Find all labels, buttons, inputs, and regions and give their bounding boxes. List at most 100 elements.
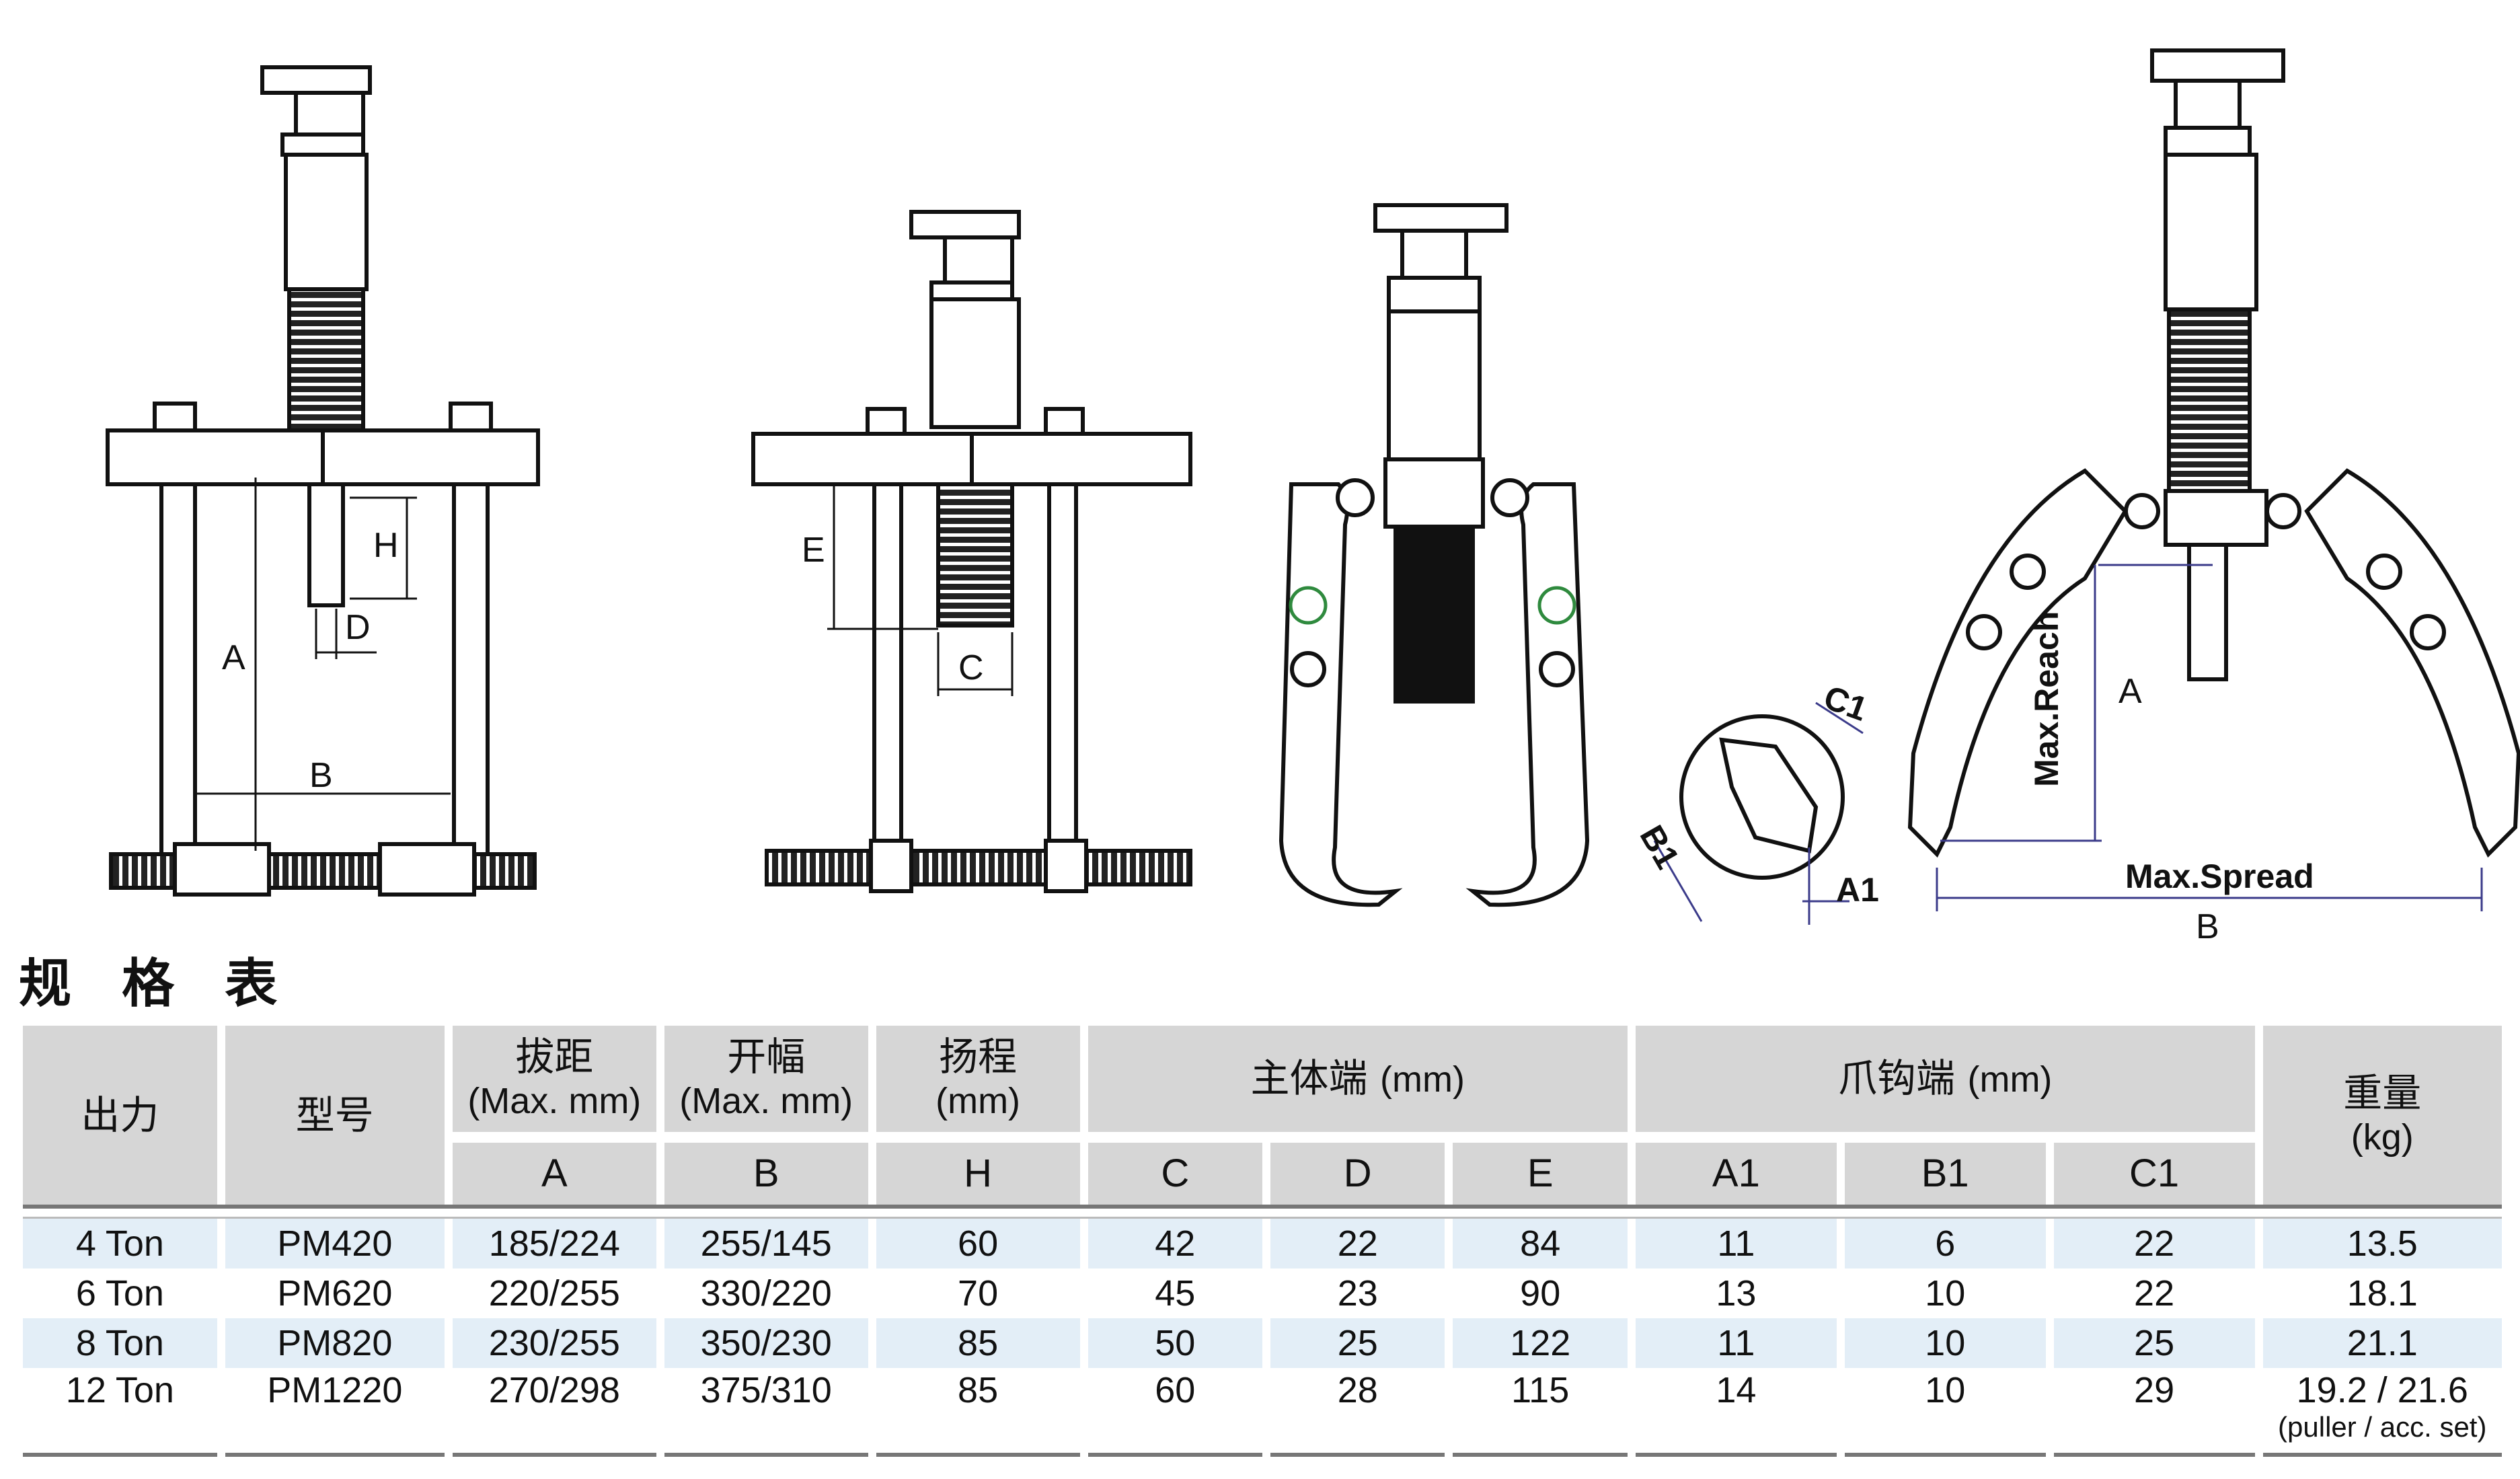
spec-table: 出力 型号 拔距 (Max. mm) 开幅 (Max. mm) 扬程 (mm) … [15, 1026, 2510, 1457]
cell-weight: 18.1 [2346, 1273, 2418, 1314]
cell-c1: 22 [2134, 1273, 2175, 1314]
cell-c: 45 [1155, 1273, 1196, 1314]
table-row: 12 Ton PM1220 270/298 375/310 85 60 28 1… [23, 1368, 2502, 1457]
table-row: 6 Ton PM620 220/255 330/220 70 45 23 90 … [23, 1268, 2502, 1318]
cell-c1: 25 [2053, 1318, 2255, 1368]
cell-h: 70 [958, 1273, 999, 1314]
cell-a: 230/255 [452, 1318, 656, 1368]
dimension-lines-4 [1936, 564, 2483, 911]
cell-d: 25 [1270, 1318, 1445, 1368]
dimension-lines-2 [827, 484, 1014, 696]
cell-e: 84 [1453, 1219, 1628, 1268]
sub-header-d: D [1270, 1132, 1445, 1205]
puller-drawing-3 [1278, 203, 1590, 907]
cell-h: 60 [876, 1219, 1080, 1268]
cell-weight: 19.2 / 21.6 (puller / acc. set) [2262, 1368, 2502, 1457]
col-header-reach-label: 拔距 [515, 1034, 594, 1079]
cell-weight-value: 19.2 / 21.6 [2296, 1370, 2468, 1410]
col-header-claw-label: 爪钩端 [1838, 1055, 1956, 1101]
cell-a1: 13 [1716, 1273, 1757, 1314]
cell-force: 4 Ton [23, 1219, 217, 1268]
dim-label-b1: B1 [1632, 819, 1686, 875]
cell-force: 6 Ton [75, 1273, 164, 1314]
cell-weight: 21.1 [2262, 1318, 2502, 1368]
col-header-model: 型号 [225, 1026, 445, 1205]
cell-b1: 10 [1844, 1318, 2046, 1368]
puller-drawing-1 [106, 65, 540, 897]
cell-e: 115 [1453, 1368, 1628, 1457]
cell-e: 90 [1520, 1273, 1561, 1314]
puller-drawing-2 [751, 210, 1192, 893]
cell-h: 85 [876, 1368, 1080, 1457]
cell-model: PM1220 [225, 1368, 445, 1457]
sub-header-c1: C1 [2053, 1132, 2255, 1205]
cell-b: 255/145 [664, 1219, 868, 1268]
cell-d: 28 [1270, 1368, 1445, 1457]
cell-a1: 11 [1635, 1219, 1837, 1268]
cell-c1: 29 [2053, 1368, 2255, 1457]
cell-weight: 13.5 [2262, 1219, 2502, 1268]
col-header-spread-unit: (Max. mm) [679, 1081, 853, 1121]
cell-c: 42 [1087, 1219, 1262, 1268]
cell-b1: 10 [1925, 1273, 1966, 1314]
dim-label-max-spread: Max.Spread [2125, 858, 2314, 895]
cell-b: 330/220 [700, 1273, 832, 1314]
cell-c1: 22 [2053, 1219, 2255, 1268]
cell-b1: 10 [1844, 1368, 2046, 1457]
dim-label-b-right: B [2196, 907, 2219, 946]
col-header-reach-unit: (Max. mm) [467, 1081, 642, 1121]
col-header-spread-label: 开幅 [727, 1034, 806, 1079]
col-header-spread: 开幅 (Max. mm) [664, 1026, 868, 1132]
cell-a: 185/224 [452, 1219, 656, 1268]
dim-label-max-reach: Max.Reach [2028, 611, 2065, 787]
table-rule [23, 1205, 2502, 1219]
table-row: 4 Ton PM420 185/224 255/145 60 42 22 84 … [23, 1219, 2502, 1268]
dim-label-a: A [222, 638, 245, 677]
dim-label-c1: C1 [1819, 678, 1872, 728]
cell-model: PM820 [225, 1318, 445, 1368]
cell-b: 350/230 [664, 1318, 868, 1368]
col-header-force: 出力 [23, 1026, 217, 1205]
col-header-claw: 爪钩端 (mm) [1635, 1026, 2255, 1132]
section-title: 规 格 表 [19, 954, 294, 1014]
col-header-stroke-unit: (mm) [936, 1081, 1021, 1121]
cell-a1: 11 [1635, 1318, 1837, 1368]
claw-detail [1653, 701, 1864, 925]
cell-b1: 6 [1844, 1219, 2046, 1268]
sub-header-b1: B1 [1844, 1132, 2046, 1205]
col-header-weight-unit: (kg) [2351, 1117, 2414, 1158]
dim-label-b: B [309, 756, 333, 795]
col-header-claw-unit: (mm) [1967, 1059, 2053, 1100]
dim-label-a-right: A [2118, 672, 2142, 711]
col-header-stroke: 扬程 (mm) [876, 1026, 1080, 1132]
cell-h: 85 [876, 1318, 1080, 1368]
dimension-lines-1 [195, 478, 451, 851]
col-header-weight-label: 重量 [2343, 1070, 2422, 1116]
col-header-weight: 重量 (kg) [2262, 1026, 2502, 1205]
cell-d: 23 [1337, 1273, 1378, 1314]
sub-header-a: A [452, 1132, 656, 1205]
dim-label-a1: A1 [1836, 871, 1879, 909]
technical-drawings: H D A B E C [106, 48, 2520, 946]
dim-label-c: C [958, 648, 984, 687]
cell-force: 8 Ton [23, 1318, 217, 1368]
cell-force: 12 Ton [23, 1368, 217, 1457]
sub-header-c: C [1087, 1132, 1262, 1205]
cell-weight-note: (puller / acc. set) [2278, 1411, 2487, 1443]
cell-model: PM620 [277, 1273, 393, 1314]
col-header-body-label: 主体端 [1250, 1055, 1368, 1101]
sub-header-h: H [876, 1132, 1080, 1205]
puller-drawing-4 [1907, 48, 2520, 858]
dim-label-d: D [345, 608, 371, 647]
cell-c: 50 [1087, 1318, 1262, 1368]
dim-label-e: E [802, 531, 825, 570]
cell-e: 122 [1453, 1318, 1628, 1368]
col-header-body-unit: (mm) [1380, 1059, 1465, 1100]
cell-c: 60 [1087, 1368, 1262, 1457]
cell-a: 270/298 [452, 1368, 656, 1457]
cell-a1: 14 [1635, 1368, 1837, 1457]
table-row: 8 Ton PM820 230/255 350/230 85 50 25 122… [23, 1318, 2502, 1368]
col-header-reach: 拔距 (Max. mm) [452, 1026, 656, 1132]
col-header-body: 主体端 (mm) [1087, 1026, 1628, 1132]
dim-label-h: H [373, 526, 399, 565]
